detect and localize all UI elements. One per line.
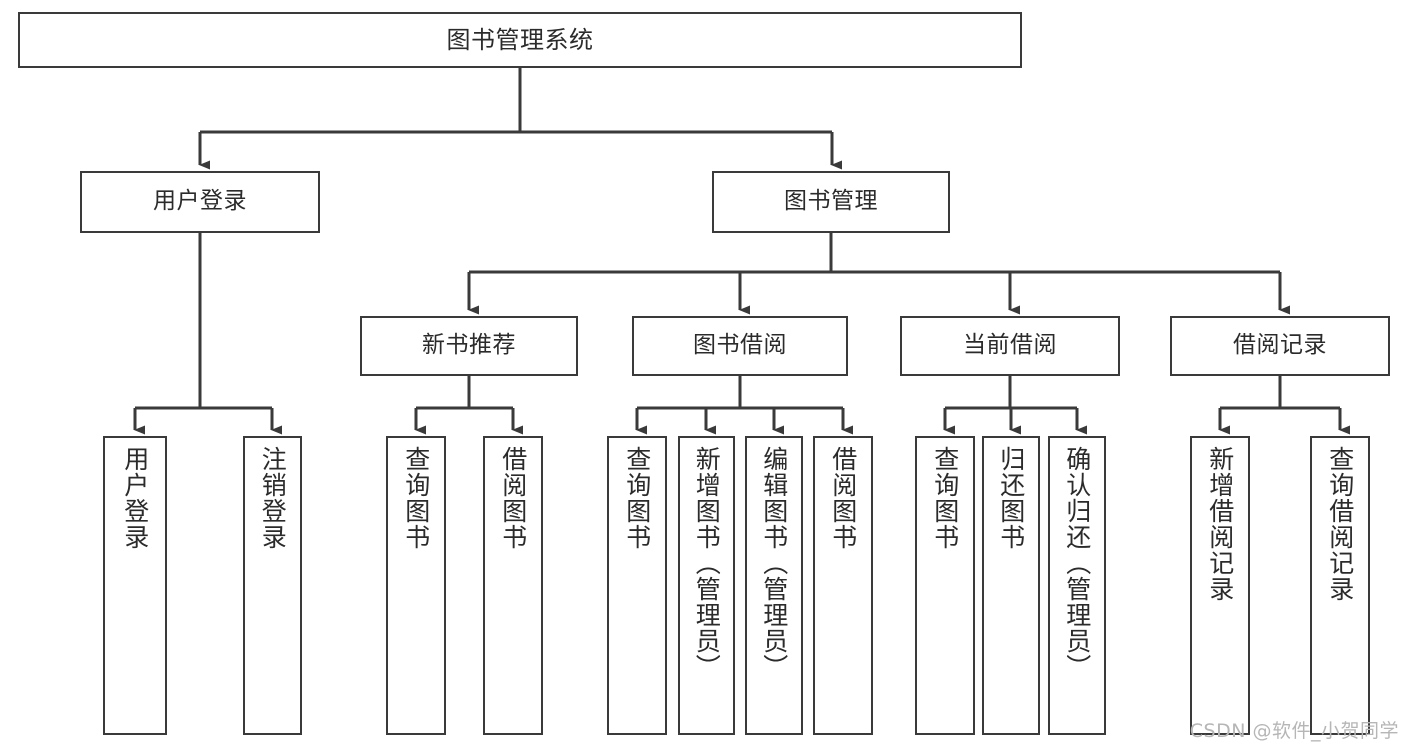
node-leaf-edit-book[interactable]: 编辑图书（管理员）	[745, 436, 803, 735]
node-book-manage[interactable]: 图书管理	[712, 171, 950, 233]
node-current-borrow-label: 当前借阅	[963, 332, 1057, 359]
node-root[interactable]: 图书管理系统	[18, 12, 1022, 68]
node-borrow-record-label: 借阅记录	[1233, 332, 1327, 359]
node-book-borrow[interactable]: 图书借阅	[632, 316, 848, 376]
node-user-login-label: 用户登录	[153, 188, 247, 215]
node-new-book-recommend[interactable]: 新书推荐	[360, 316, 578, 376]
node-leaf-query-book-rec[interactable]: 查询图书	[386, 436, 446, 735]
node-leaf-edit-book-label: 编辑图书（管理员）	[759, 446, 789, 680]
node-leaf-add-record[interactable]: 新增借阅记录	[1190, 436, 1250, 735]
node-leaf-borrow-book-rec[interactable]: 借阅图书	[483, 436, 543, 735]
node-leaf-return-book-label: 归还图书	[996, 446, 1026, 550]
node-leaf-add-record-label: 新增借阅记录	[1205, 446, 1235, 602]
node-borrow-record[interactable]: 借阅记录	[1170, 316, 1390, 376]
node-leaf-user-login-label: 用户登录	[120, 446, 150, 550]
node-book-manage-label: 图书管理	[784, 188, 878, 215]
node-leaf-confirm-return-label: 确认归还（管理员）	[1062, 446, 1092, 680]
node-leaf-query-book-borrow-label: 查询图书	[622, 446, 652, 550]
node-leaf-add-book-label: 新增图书（管理员）	[692, 446, 722, 680]
node-leaf-query-book-current[interactable]: 查询图书	[915, 436, 975, 735]
node-book-borrow-label: 图书借阅	[693, 332, 787, 359]
node-leaf-user-login[interactable]: 用户登录	[103, 436, 167, 735]
node-leaf-query-book-current-label: 查询图书	[930, 446, 960, 550]
node-leaf-query-book-borrow[interactable]: 查询图书	[607, 436, 667, 735]
node-leaf-borrow-book-label: 借阅图书	[828, 446, 858, 550]
node-leaf-logout-label: 注销登录	[258, 446, 288, 550]
node-leaf-query-record[interactable]: 查询借阅记录	[1310, 436, 1370, 735]
node-leaf-add-book[interactable]: 新增图书（管理员）	[678, 436, 735, 735]
node-current-borrow[interactable]: 当前借阅	[900, 316, 1120, 376]
node-user-login[interactable]: 用户登录	[80, 171, 320, 233]
node-leaf-confirm-return[interactable]: 确认归还（管理员）	[1048, 436, 1106, 735]
node-leaf-borrow-book[interactable]: 借阅图书	[813, 436, 873, 735]
node-leaf-borrow-book-rec-label: 借阅图书	[498, 446, 528, 550]
node-new-book-recommend-label: 新书推荐	[422, 332, 516, 359]
node-leaf-query-record-label: 查询借阅记录	[1325, 446, 1355, 602]
node-root-label: 图书管理系统	[446, 25, 594, 54]
node-leaf-return-book[interactable]: 归还图书	[982, 436, 1040, 735]
node-leaf-logout[interactable]: 注销登录	[243, 436, 302, 735]
node-leaf-query-book-rec-label: 查询图书	[401, 446, 431, 550]
